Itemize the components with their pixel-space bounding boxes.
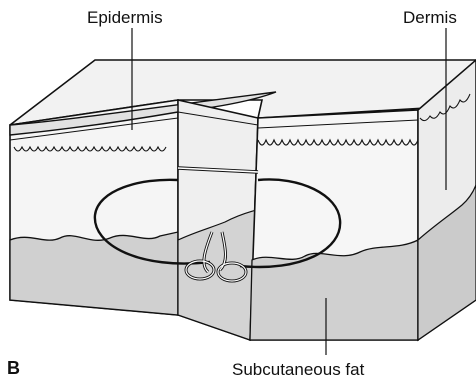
label-subcutaneous-fat: Subcutaneous fat [232,360,364,380]
label-epidermis: Epidermis [87,8,163,28]
panel-letter: B [7,358,20,379]
left-block-fat [10,232,178,315]
label-dermis: Dermis [403,8,457,28]
